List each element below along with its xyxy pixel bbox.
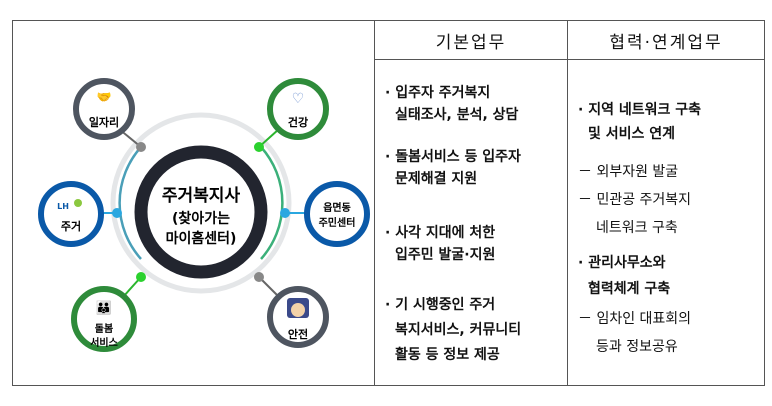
svg-text:돌봄: 돌봄	[95, 323, 113, 335]
lh-logo: LH	[57, 202, 69, 211]
connector-dot	[136, 142, 146, 152]
connector-dot	[280, 208, 290, 218]
node-care: 👪 돌봄 서비스	[71, 286, 137, 352]
svg-text:안전: 안전	[288, 327, 308, 341]
connector-dot	[112, 208, 122, 218]
column-divider	[374, 21, 375, 385]
node-safety: 안전	[267, 286, 329, 348]
connector-dot	[136, 272, 146, 282]
connector-dot	[254, 272, 264, 282]
coop-subtask-list: － 임차인 대표회의 등과 정보공유	[578, 311, 692, 355]
svg-text:일자리: 일자리	[89, 115, 119, 129]
svg-text:마이홈센터): 마이홈센터)	[166, 230, 237, 247]
heart-icon: ♡	[292, 91, 305, 107]
welfare-diagram: 주거복지사 (찾아가는 마이홈센터) 🤝 일자리 ♡ 건강 LH 주거 읍면동 …	[38, 78, 370, 352]
lh-logo-dot	[74, 199, 82, 207]
left-connector-arc	[118, 146, 142, 260]
header-coop: 협력·연계업무	[609, 32, 723, 53]
work-table: 기본업무 협력·연계업무 주거복지사 (찾아가는 마이홈센터) 🤝 일자리 ♡ …	[12, 20, 765, 386]
coop-subtask-list: － 외부자원 발굴 － 민관공 주거복지 네트워크 구축	[578, 164, 692, 236]
center-title: 주거복지사	[162, 186, 241, 206]
right-connector-arc	[260, 146, 284, 260]
svg-text:(찾아가는: (찾아가는	[172, 210, 230, 227]
header-divider	[374, 59, 764, 60]
node-job: 🤝 일자리	[73, 78, 135, 140]
handshake-icon: 🤝	[97, 90, 112, 104]
column-divider	[567, 21, 568, 385]
svg-text:읍면동: 읍면동	[323, 201, 351, 214]
node-town-center: 읍면동 주민센터	[304, 181, 370, 247]
svg-text:건강: 건강	[288, 115, 308, 129]
svg-text:주거: 주거	[61, 219, 81, 233]
svg-text:주민센터: 주민센터	[319, 216, 356, 229]
family-icon: 👪	[96, 300, 112, 316]
node-health: ♡ 건강	[267, 78, 329, 140]
svg-text:서비스: 서비스	[90, 336, 118, 349]
header-basic: 기본업무	[435, 32, 507, 53]
outer-ring	[110, 112, 292, 294]
connector-dot	[254, 142, 264, 152]
center-circle	[134, 145, 268, 279]
node-housing: LH 주거	[38, 181, 104, 247]
